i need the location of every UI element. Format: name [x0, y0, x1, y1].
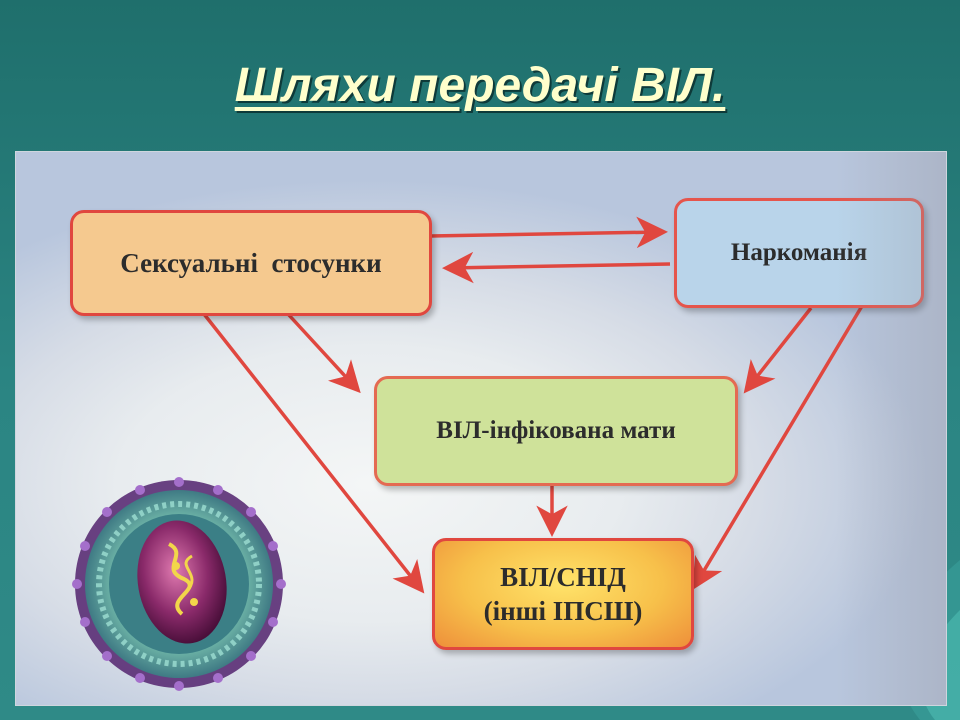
- node-drug-addiction: Наркоманія: [674, 198, 924, 308]
- arrow-drugs-to-mother: [743, 306, 813, 394]
- node-aids-label-line1: ВІЛ/СНІД: [500, 562, 626, 592]
- node-hiv-aids: ВІЛ/СНІД (інші ІПСШ): [432, 538, 694, 650]
- hiv-virus-icon: [72, 477, 286, 691]
- node-aids-label-line2: (інші ІПСШ): [483, 596, 643, 626]
- arrow-drugs-to-aids: [692, 305, 864, 591]
- arrow-sexual-to-mother: [286, 312, 361, 394]
- diagram-panel: Сексуальні стосунки Наркоманія ВІЛ-інфік…: [16, 152, 946, 705]
- node-infected-mother: ВІЛ-інфікована мати: [374, 376, 738, 486]
- node-drugs-label: Наркоманія: [730, 239, 868, 266]
- arrow-drugs-to-sexual: [442, 251, 671, 284]
- arrow-sexual-to-drugs: [429, 216, 668, 249]
- node-mother-label: ВІЛ-інфікована мати: [436, 417, 676, 444]
- node-sexual-label: Сексуальні стосунки: [120, 247, 382, 278]
- node-sexual-contacts: Сексуальні стосунки: [70, 210, 432, 316]
- arrow-sexual-to-aids: [202, 312, 425, 594]
- arrows-layer: [202, 216, 864, 594]
- slide-title: Шляхи передачі ВІЛ.: [234, 59, 726, 112]
